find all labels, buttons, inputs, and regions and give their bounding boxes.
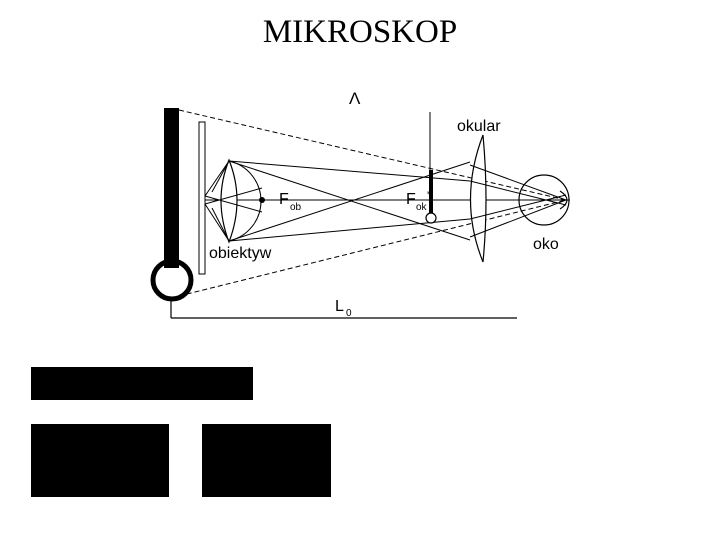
ray-dashed-upper [178, 109, 567, 201]
ray-tube-top [228, 160, 471, 182]
obiektyw-label: obiektyw [209, 245, 272, 262]
redaction-block-right [202, 424, 331, 497]
page-title: MIKROSKOP [262, 14, 458, 50]
microscope-base-ring [150, 258, 194, 302]
ray-eye-top [469, 164, 567, 201]
eye-circle [518, 174, 570, 226]
ray-obj-bot-out [204, 203, 230, 242]
ray-tube-cross-b [228, 161, 471, 242]
oko-label: oko [533, 236, 559, 253]
ray-obj-bot-in [211, 207, 230, 242]
ray-eye-mid-b [469, 194, 567, 220]
ray-dashed-lower [178, 199, 567, 297]
objective-lens [220, 158, 238, 244]
eye-cornea [559, 190, 568, 210]
microscope-stand [164, 108, 179, 268]
ray-eye-mid-a [469, 180, 567, 206]
ray-obj-cross-b [204, 187, 263, 205]
ray-tube-cross-a [228, 160, 471, 241]
redaction-block-left [31, 424, 169, 497]
redaction-block-wide [31, 367, 253, 400]
focal-point-ob-marker [259, 197, 265, 203]
fob-label: F [279, 191, 289, 208]
lambda-label: Λ [349, 89, 361, 108]
l0-subscript: 0 [346, 308, 352, 319]
specimen-stage [198, 121, 206, 275]
fok-label: F [406, 191, 416, 208]
eyepiece-lens [469, 134, 487, 263]
l0-label: L [335, 298, 344, 315]
intermediate-image [429, 170, 433, 215]
fok-subscript: ok [416, 202, 428, 213]
fok-prime: ' [427, 189, 429, 203]
focal-point-ok-marker [425, 212, 437, 224]
ray-obj-top-out [204, 160, 230, 197]
fob-subscript: ob [290, 202, 302, 213]
ray-obj-top-in [211, 160, 230, 193]
ray-eye-bottom [469, 199, 567, 238]
ray-obj-cross-a [204, 195, 263, 213]
okular-label: okular [457, 118, 501, 135]
